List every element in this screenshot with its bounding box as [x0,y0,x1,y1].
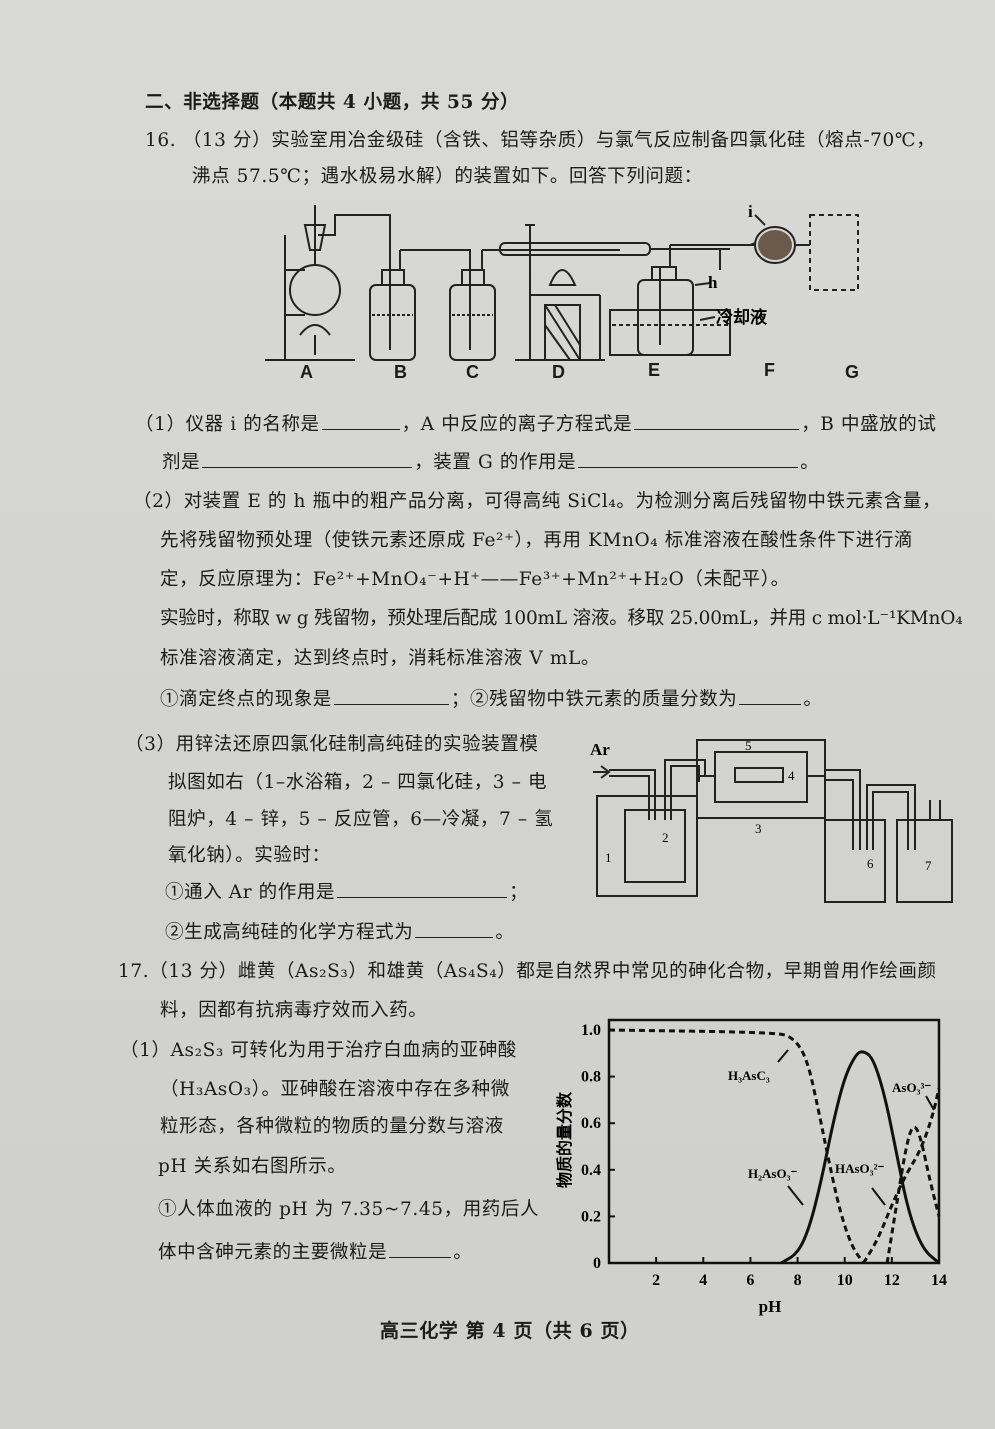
x-axis-label: pH [759,1297,782,1316]
label-G: G [845,362,860,382]
label-4: 4 [788,768,795,783]
q16-part2-line4: 实验时，称取 w g 残留物，预处理后配成 100mL 溶液。移取 25.00m… [160,608,963,629]
label-Ar: Ar [590,740,610,759]
answer-blank[interactable] [634,411,800,430]
text: 。 [453,1242,473,1263]
text: ，A 中反应的离子方程式是 [401,414,633,435]
label-7: 7 [925,858,932,873]
q16-part3-line3: 阻炉，4 – 锌，5 – 反应管，6—冷凝，7 – 氢 [168,809,554,830]
series-line-3 [862,1087,941,1264]
answer-blank[interactable] [415,919,494,938]
series-label-h2aso3: H₂AsO₃⁻ [748,1166,797,1181]
text: ，B 中盛放的试 [801,414,937,435]
answer-blank[interactable] [389,1239,452,1258]
x-tick-label: 8 [794,1272,802,1289]
q17-part1-line2: （H₃AsO₃）。亚砷酸在溶液中存在多种微 [160,1079,510,1100]
text: 。 [803,689,823,710]
label-F: F [764,360,775,380]
y-tick-label: 1.0 [581,1022,601,1039]
q16-part2-line5: 标准溶液滴定，达到终点时，消耗标准溶液 V mL。 [160,648,600,669]
label-3: 3 [755,821,762,836]
x-tick-label: 2 [652,1272,660,1289]
plot-frame [607,1018,941,1265]
label-B: B [394,362,407,382]
series-line-0 [608,1028,865,1264]
label-A: A [300,362,313,382]
label-6: 6 [867,856,874,871]
text: ；②残留物中铁元素的质量分数为 [450,689,738,710]
q17-part1-line1: （1）As₂S₃ 可转化为用于治疗白血病的亚砷酸 [120,1040,517,1061]
apparatus-diagram: i h 冷却液 [265,202,859,361]
q16-stem-line1: 16. （13 分）实验室用冶金级硅（含铁、铝等杂质）与氯气反应制备四氯化硅（熔… [145,130,936,151]
label-5: 5 [745,738,752,753]
text: ①通入 Ar 的作用是 [165,882,336,903]
label-C: C [466,362,479,382]
answer-blank[interactable] [333,686,449,705]
text: 。 [495,922,515,943]
q16-part1-line2: 剂是 ，装置 G 的作用是 。 [162,448,819,474]
text: 体中含砷元素的主要微粒是 [158,1242,388,1263]
q16-stem-line2: 沸点 57.5℃；遇水极易水解）的装置如下。回答下列问题： [192,166,703,187]
label-D: D [552,362,565,382]
label-h: h [708,273,718,292]
q17-part1-line4: pH 关系如右图所示。 [158,1156,347,1177]
zinc-reduction-diagram: Ar 1 2 3 4 5 6 7 [590,738,953,903]
q16-part1-line1: （1）仪器 i 的名称是 ，A 中反应的离子方程式是 ，B 中盛放的试 [135,410,936,436]
q17-stem-line2: 料，因都有抗病毒疗效而入药。 [160,1000,428,1021]
q17-part1-line3: 粒形态，各种微粒的物质的量分数与溶液 [160,1116,504,1137]
answer-blank[interactable] [202,449,413,468]
label-2: 2 [662,830,669,845]
answer-blank[interactable] [578,449,799,468]
x-tick-label: 14 [931,1272,947,1289]
label-coolant: 冷却液 [716,307,767,327]
answer-blank[interactable] [337,879,508,898]
y-tick-label: 0.2 [581,1208,601,1225]
series-line-2 [885,1125,941,1264]
q16-part3-line5: ①通入 Ar 的作用是 ； [165,878,528,904]
section-header: 二、非选择题（本题共 4 小题，共 55 分） [145,92,520,113]
q16-part3-line6: ②生成高纯硅的化学方程式为 。 [165,918,514,944]
q16-part3-line1: （3）用锌法还原四氯化硅制高纯硅的实验装置模 [125,734,539,755]
x-tick-label: 4 [699,1272,707,1289]
species-distribution-chart: 2 4 6 8 10 12 14 0 0.2 0.4 0.6 0.8 1.0 物质的量分数 pH H₃A… [555,1018,947,1316]
label-1: 1 [605,850,612,865]
x-tick-label: 6 [746,1272,754,1289]
text: 剂是 [162,452,201,473]
page-footer: 高三化学 第 4 页（共 6 页） [380,1320,640,1342]
answer-blank[interactable] [321,411,400,430]
y-axis-label: 物质的量分数 [555,1091,574,1188]
q16-part2-line2: 先将残留物预处理（使铁元素还原成 Fe²⁺），再用 KMnO₄ 标准溶液在酸性条… [160,530,914,551]
text: ，装置 G 的作用是 [414,452,577,473]
y-tick-label: 0.6 [581,1115,601,1132]
series-label-haso3: HAsO₃²⁻ [835,1161,884,1176]
series-label-h3aso3: H₃AsC₃ [728,1068,770,1083]
y-tick-label: 0.8 [581,1069,601,1086]
label-i: i [748,202,753,221]
y-tick-label: 0 [593,1255,601,1272]
series-line-1 [780,1050,940,1265]
q17-part1-line6: 体中含砷元素的主要微粒是 。 [158,1238,472,1264]
q16-part2-line6: ①滴定终点的现象是 ；②残留物中铁元素的质量分数为 。 [160,685,823,711]
q17-stem-line1: 17.（13 分）雌黄（As₂S₃）和雄黄（As₄S₄）都是自然界中常见的砷化合… [118,961,937,982]
text: 。 [800,452,820,473]
text: ； [509,882,529,903]
q16-part3-line4: 氧化钠）。实验时： [168,845,331,866]
answer-blank[interactable] [739,686,802,705]
text: ①滴定终点的现象是 [160,689,332,710]
x-tick-label: 10 [837,1272,853,1289]
text: ②生成高纯硅的化学方程式为 [165,922,414,943]
q16-part3-line2: 拟图如右（1–水浴箱，2 – 四氯化硅，3 – 电 [168,772,548,793]
y-tick-label: 0.4 [581,1162,601,1179]
q16-part2-line1: （2）对装置 E 的 h 瓶中的粗产品分离，可得高纯 SiCl₄。为检测分离后残… [133,491,942,512]
series-label-aso3: AsO₃³⁻ [892,1080,931,1095]
label-E: E [648,360,661,380]
q16-part2-line3: 定，反应原理为：Fe²⁺+MnO₄⁻+H⁺——Fe³⁺+Mn²⁺+H₂O（未配平… [160,569,790,590]
x-tick-label: 12 [884,1272,900,1289]
q17-part1-line5: ①人体血液的 pH 为 7.35~7.45，用药后人 [158,1199,540,1220]
text: （1）仪器 i 的名称是 [135,414,320,435]
